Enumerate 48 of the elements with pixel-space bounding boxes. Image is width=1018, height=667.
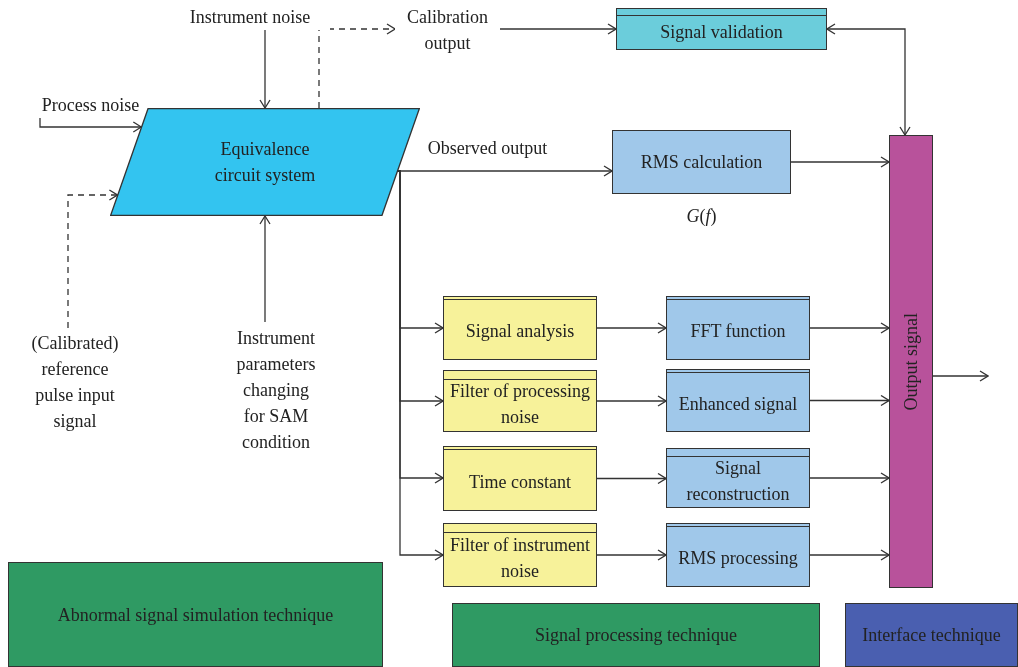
arrow: [809, 472, 890, 484]
node-label: Filter of instrument noise: [449, 534, 591, 583]
arrow: [596, 472, 667, 485]
process-box: [616, 8, 827, 50]
arrow: [397, 170, 444, 561]
process-box: [666, 369, 810, 432]
technique-panel: [8, 562, 383, 667]
arrow: [932, 370, 989, 382]
node-label: Enhanced signal: [678, 392, 798, 416]
node-label: Time constant: [469, 470, 571, 494]
arrow: [596, 322, 667, 334]
arrow: [809, 394, 890, 407]
node-label: RMS processing: [678, 547, 798, 570]
arrow: [318, 23, 396, 109]
process-box: [666, 523, 810, 587]
node-label: Abnormal signal simulation technique: [57, 603, 334, 627]
arrow: [39, 117, 142, 133]
arrow: [809, 322, 890, 334]
arrow: [499, 23, 617, 35]
arrow: [809, 549, 890, 561]
node-label: Equivalence circuit system: [213, 138, 317, 187]
node-label: FFT function: [690, 320, 786, 343]
node-label: Signal validation: [660, 21, 783, 44]
process-box: [443, 370, 597, 432]
node-label: Filter of processing noise: [449, 380, 591, 429]
arrow: [596, 549, 667, 561]
node-label: RMS calculation: [640, 151, 763, 174]
node-label: Signal reconstruction: [685, 457, 791, 506]
transfer-function-label: G(f): [686, 205, 717, 228]
process-box: [443, 296, 597, 360]
process-box: [666, 296, 810, 360]
process-box: [666, 448, 810, 508]
process-box: [443, 523, 597, 587]
vertical-label: Output signal: [900, 312, 922, 411]
arrow: [67, 189, 119, 329]
arrow: [826, 23, 911, 136]
node-label: Signal processing technique: [535, 624, 737, 647]
arrow: [790, 156, 890, 168]
arrow: [596, 395, 667, 407]
arrow: [259, 215, 271, 323]
node-label: Signal analysis: [465, 320, 575, 343]
output-bar: [889, 135, 933, 588]
technique-panel: [845, 603, 1018, 667]
edge-label: Observed output: [427, 137, 548, 160]
node-label: Interface technique: [862, 624, 1001, 647]
process-box: [443, 446, 597, 511]
technique-panel: [452, 603, 820, 667]
arrow: [259, 29, 271, 109]
